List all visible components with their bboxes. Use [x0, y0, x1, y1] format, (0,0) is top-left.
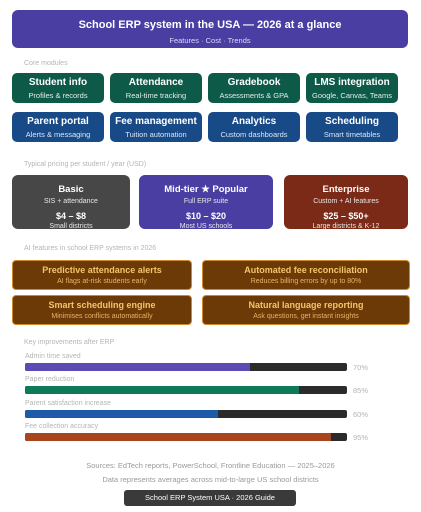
page-title: School ERP system in the USA — 2026 at a… — [78, 19, 342, 31]
module-name: Attendance — [128, 77, 184, 88]
module-tile-student-info: Student info Profiles & records — [12, 73, 104, 103]
kpi-bar-fill — [25, 363, 251, 371]
module-desc: Google, Canvas, Teams — [312, 91, 392, 100]
tier-price: $4 – $8 — [55, 211, 87, 221]
tier-desc: Full ERP suite — [183, 198, 229, 205]
module-desc: Real-time tracking — [125, 91, 187, 100]
tier-use: Large districts & K-12 — [312, 223, 380, 230]
kpi-bar-fill — [25, 410, 219, 418]
pricing-tier-enterprise: Enterprise Custom + AI features $25 – $5… — [284, 175, 408, 230]
data-note: Data represents averages across mid-to-l… — [102, 475, 319, 484]
module-tile-parent-portal: Parent portal Alerts & messaging — [12, 112, 104, 142]
ai-feature-name: Predictive attendance alerts — [42, 265, 162, 275]
kpi-label: Paper reduction — [25, 376, 75, 383]
tier-price: $10 – $20 — [185, 211, 227, 221]
pricing-tier-mid: Mid-tier ★ Popular Full ERP suite $10 – … — [139, 175, 273, 230]
kpi-bar-track — [25, 386, 347, 394]
tier-use: Small districts — [49, 223, 93, 230]
header-banner: School ERP system in the USA — 2026 at a… — [12, 10, 408, 48]
module-name: LMS integration — [314, 77, 390, 88]
ai-feature-desc: AI flags at-risk students early — [57, 278, 147, 285]
kpi-percent: 95% — [353, 433, 369, 442]
module-tile-gradebook: Gradebook Assessments & GPA — [208, 73, 300, 103]
section-label-ai: AI features in school ERP systems in 202… — [24, 245, 157, 252]
ai-feature-card: Natural language reporting Ask questions… — [202, 295, 410, 325]
kpi-bar-track — [25, 433, 347, 441]
footer-badge: School ERP System USA · 2026 Guide — [124, 490, 296, 506]
module-name: Student info — [28, 77, 88, 88]
module-desc: Tuition automation — [125, 130, 187, 139]
module-name: Fee management — [115, 116, 197, 127]
module-name: Analytics — [231, 116, 277, 127]
kpi-label: Parent satisfaction increase — [25, 400, 111, 407]
ai-feature-card: Smart scheduling engine Minimises confli… — [12, 295, 192, 325]
kpi-bar-track — [25, 410, 347, 418]
ai-feature-name: Smart scheduling engine — [48, 300, 156, 310]
kpi-label: Fee collection accuracy — [25, 423, 99, 430]
tier-desc: Custom + AI features — [313, 198, 379, 205]
ai-feature-name: Automated fee reconciliation — [244, 265, 368, 275]
ai-feature-desc: Ask questions, get instant insights — [253, 313, 359, 320]
module-desc: Alerts & messaging — [25, 130, 91, 139]
module-tile-analytics: Analytics Custom dashboards — [208, 112, 300, 142]
tier-price: $25 – $50+ — [323, 211, 369, 221]
kpi-bar-fill — [25, 386, 299, 394]
kpi-bar-track — [25, 363, 347, 371]
section-label-pricing: Typical pricing per student / year (USD) — [24, 161, 147, 168]
ai-feature-card: Predictive attendance alerts AI flags at… — [12, 260, 192, 290]
module-tile-fee-management: Fee management Tuition automation — [110, 112, 202, 142]
ai-feature-card: Automated fee reconciliation Reduces bil… — [202, 260, 410, 290]
tier-desc: SIS + attendance — [44, 198, 98, 205]
tier-name: Enterprise — [322, 184, 370, 195]
module-tile-scheduling: Scheduling Smart timetables — [306, 112, 398, 142]
kpi-bar-fill — [25, 433, 331, 441]
pricing-tier-basic: Basic SIS + attendance $4 – $8 Small dis… — [12, 175, 130, 230]
module-tile-lms-integration: LMS integration Google, Canvas, Teams — [306, 73, 398, 103]
sources-text: Sources: EdTech reports, PowerSchool, Fr… — [86, 461, 335, 470]
kpi-percent: 70% — [353, 363, 369, 372]
module-name: Scheduling — [325, 116, 379, 127]
module-desc: Custom dashboards — [220, 130, 288, 139]
page-subtitle: Features · Cost · Trends — [169, 36, 251, 45]
module-name: Gradebook — [227, 77, 281, 88]
module-desc: Profiles & records — [28, 91, 88, 100]
kpi-percent: 60% — [353, 410, 369, 419]
ai-feature-desc: Reduces billing errors by up to 80% — [250, 278, 362, 285]
section-label-modules: Core modules — [24, 60, 68, 67]
tier-use: Most US schools — [179, 223, 233, 230]
module-desc: Assessments & GPA — [219, 91, 289, 100]
kpi-percent: 85% — [353, 386, 369, 395]
tier-name: Basic — [58, 184, 84, 195]
ai-feature-desc: Minimises conflicts automatically — [51, 313, 153, 320]
kpi-label: Admin time saved — [25, 353, 81, 360]
module-name: Parent portal — [27, 116, 89, 127]
ai-feature-name: Natural language reporting — [248, 300, 364, 310]
tier-name: Mid-tier ★ Popular — [164, 184, 248, 195]
section-label-kpi: Key improvements after ERP — [24, 339, 115, 346]
module-tile-attendance: Attendance Real-time tracking — [110, 73, 202, 103]
module-desc: Smart timetables — [323, 130, 381, 139]
